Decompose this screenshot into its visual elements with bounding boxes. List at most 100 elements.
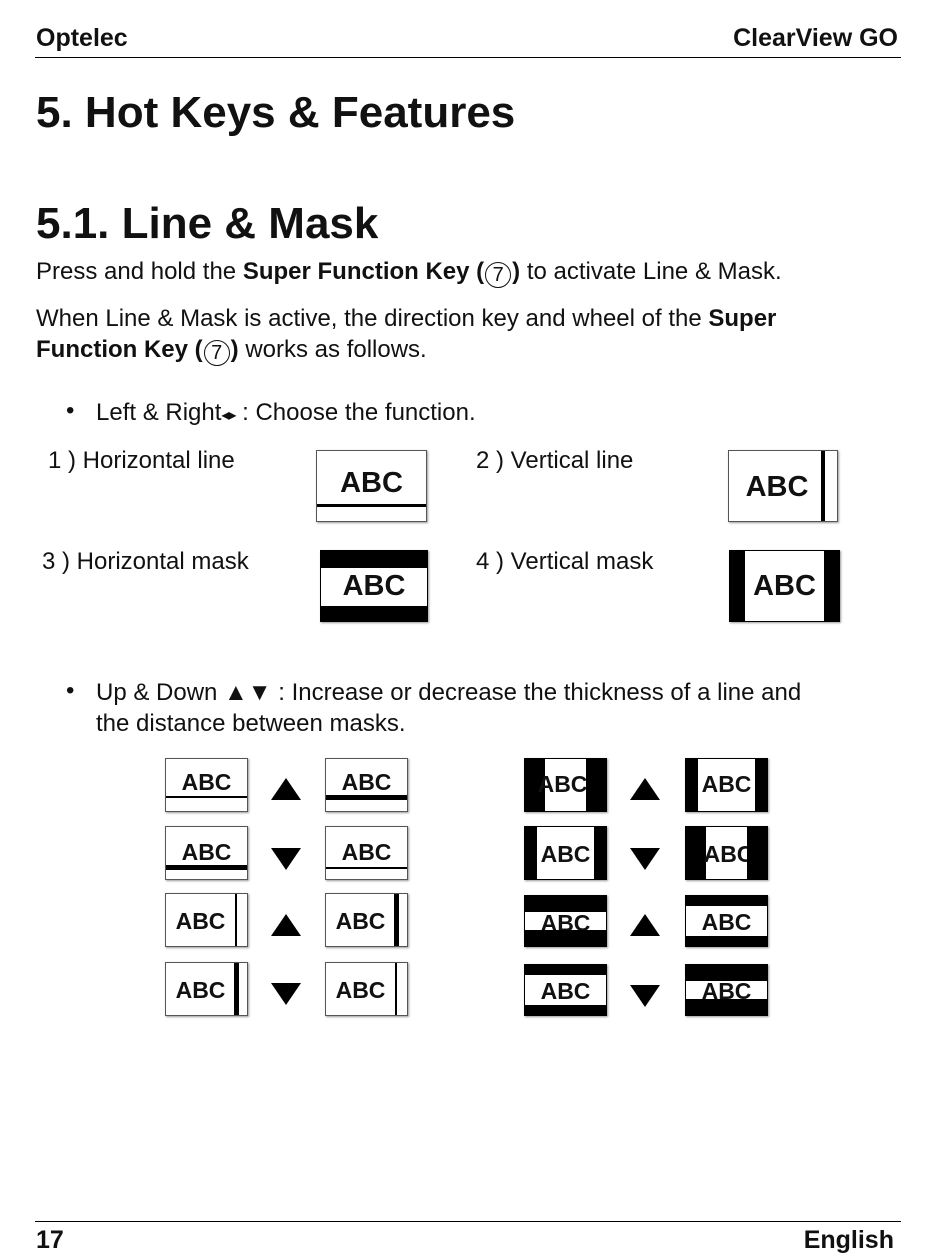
mask-bar	[525, 759, 545, 811]
bullet2-line1: Up & Down ▲▼ : Increase or decrease the …	[96, 679, 802, 706]
para2-key-name: Function Key (	[36, 336, 203, 363]
thin-horizontal-line-box: ABC	[165, 758, 248, 812]
down-arrow-icon	[630, 985, 660, 1007]
mask-bar	[321, 551, 427, 568]
key-7-icon: 7	[485, 262, 512, 288]
thin-horizontal-line-box: ABC	[325, 826, 408, 880]
sample-text: ABC	[181, 769, 232, 795]
sample-text: ABC	[540, 841, 591, 867]
option-horizontal-line: 1 ) Horizontal line	[48, 447, 235, 474]
para1-paren: )	[512, 258, 521, 285]
line-bar	[394, 894, 399, 946]
paragraph-activate: Press and hold the Super Function Key (7…	[36, 256, 782, 288]
line-bar	[395, 963, 397, 1015]
thick-vertical-line-box: ABC	[325, 893, 408, 947]
option-vertical-mask: 4 ) Vertical mask	[476, 548, 654, 575]
footer-rule	[35, 1221, 901, 1222]
wide-vertical-mask-box: ABC	[685, 826, 768, 880]
sample-text: ABC	[175, 908, 226, 934]
mask-bar	[686, 896, 767, 906]
sample-text: ABC	[745, 471, 809, 503]
sample-text: ABC	[341, 839, 392, 865]
thick-horizontal-line-box: ABC	[325, 758, 408, 812]
bullet1-desc: : Choose the function.	[235, 399, 476, 426]
thin-vertical-line-box: ABC	[165, 893, 248, 947]
sample-text: ABC	[342, 570, 406, 602]
wide-horizontal-mask-box: ABC	[685, 964, 768, 1016]
down-arrow-icon	[271, 983, 301, 1005]
sample-text: ABC	[181, 839, 232, 865]
sample-text: ABC	[335, 908, 386, 934]
para1-key-name: Super Function Key (	[242, 258, 485, 285]
wide-vertical-mask-box: ABC	[524, 758, 607, 812]
mask-bar	[525, 965, 606, 975]
para2-text: When Line & Mask is active, the directio…	[36, 305, 709, 332]
mask-bar	[525, 896, 606, 912]
thin-vertical-line-box: ABC	[325, 962, 408, 1016]
sample-text: ABC	[335, 977, 386, 1003]
bullet2-line2: the distance between masks.	[96, 710, 406, 737]
horizontal-line-illustration: ABC	[316, 450, 427, 522]
mask-bar	[747, 827, 767, 879]
mask-bar	[525, 1005, 606, 1015]
narrow-horizontal-mask-box: ABC	[524, 964, 607, 1016]
sample-text: ABC	[701, 909, 752, 935]
bullet1-label: Left & Right	[96, 399, 222, 426]
header-brand: Optelec	[36, 24, 128, 52]
wide-horizontal-mask-box: ABC	[524, 895, 607, 947]
sample-text: ABC	[341, 769, 392, 795]
section-title: 5.1. Line & Mask	[36, 199, 379, 248]
para2-bold-super: Super	[708, 305, 777, 332]
mask-bar	[525, 827, 537, 879]
mask-bar	[686, 965, 767, 981]
sample-text: ABC	[703, 841, 754, 867]
mask-bar	[686, 999, 767, 1015]
bullet-dot: •	[66, 397, 75, 424]
para2-paren: )	[230, 336, 239, 363]
header-rule	[35, 57, 901, 58]
horizontal-mask-illustration: ABC	[320, 550, 428, 622]
narrow-vertical-mask-box: ABC	[524, 826, 607, 880]
option-horizontal-mask: 3 ) Horizontal mask	[42, 548, 249, 575]
line-bar	[326, 867, 407, 869]
mask-bar	[686, 827, 706, 879]
line-bar	[166, 796, 247, 798]
sample-text: ABC	[753, 570, 816, 602]
sample-text: ABC	[175, 977, 226, 1003]
paragraph-active: When Line & Mask is active, the directio…	[36, 303, 876, 366]
up-arrow-icon	[271, 914, 301, 936]
line-bar	[166, 865, 247, 870]
up-arrow-icon	[630, 778, 660, 800]
sample-text: ABC	[340, 467, 403, 499]
para1-post: to activate Line & Mask.	[520, 258, 782, 285]
page-number: 17	[36, 1226, 64, 1254]
mask-bar	[730, 551, 745, 621]
mask-bar	[686, 759, 698, 811]
up-arrow-icon	[630, 914, 660, 936]
sample-text: ABC	[540, 978, 591, 1004]
left-right-arrow-icon: ◂▸	[221, 407, 236, 424]
down-arrow-icon	[630, 848, 660, 870]
line-bar	[317, 504, 426, 507]
line-bar	[235, 894, 237, 946]
down-arrow-icon	[271, 848, 301, 870]
bullet-up-down: Up & Down ▲▼ : Increase or decrease the …	[96, 677, 801, 739]
mask-bar	[525, 930, 606, 946]
bullet-left-right: Left & Right◂▸ : Choose the function.	[96, 397, 476, 431]
mask-bar	[586, 759, 606, 811]
narrow-vertical-mask-box: ABC	[685, 758, 768, 812]
sample-text: ABC	[537, 771, 588, 797]
para2-post: works as follows.	[238, 336, 427, 363]
sample-text: ABC	[701, 771, 752, 797]
up-arrow-icon	[271, 778, 301, 800]
para1-text: Press and hold the	[36, 258, 243, 285]
bullet-dot: •	[66, 677, 75, 704]
line-bar	[821, 451, 825, 521]
line-bar	[234, 963, 239, 1015]
mask-bar	[594, 827, 606, 879]
footer-language: English	[803, 1226, 894, 1254]
mask-bar	[755, 759, 767, 811]
vertical-mask-illustration: ABC	[729, 550, 840, 622]
thick-horizontal-line-box: ABC	[165, 826, 248, 880]
line-bar	[326, 795, 407, 800]
